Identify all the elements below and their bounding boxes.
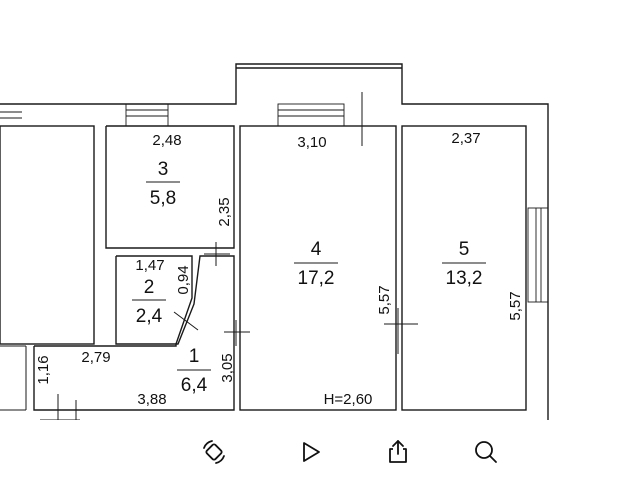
rotate-button[interactable] (194, 434, 234, 470)
search-button[interactable] (466, 434, 506, 470)
dim-room5-height: 5,57 (507, 291, 524, 320)
bottom-toolbar (0, 420, 640, 480)
room-5-area: 13,2 (446, 268, 483, 289)
room-3-area: 5,8 (150, 188, 176, 209)
room-3-outline (105, 125, 235, 249)
room-4-number: 4 (311, 239, 322, 260)
dim-room4-width: 3,10 (297, 134, 326, 151)
left-lower-element (0, 345, 27, 411)
rotate-icon (203, 440, 225, 464)
dim-room3-height: 2,35 (216, 197, 233, 226)
room-1-number: 1 (189, 346, 200, 367)
share-button[interactable] (378, 434, 418, 470)
room-5-outline (401, 125, 527, 411)
room-5-number: 5 (459, 239, 470, 260)
room-1-label: 1 6,4 (177, 346, 211, 396)
room-1-outline (33, 255, 235, 411)
room-2-outline (115, 255, 193, 345)
dim-room1-height: 3,05 (219, 353, 236, 382)
room-3-number: 3 (158, 159, 169, 180)
dim-room5-width: 2,37 (451, 130, 480, 147)
window-right (527, 207, 549, 303)
outer-walls (0, 63, 549, 420)
room-4-area: 17,2 (298, 268, 335, 289)
dim-room3-width: 2,48 (152, 132, 181, 149)
room-3-label: 3 5,8 (146, 159, 180, 209)
room-left-partial (0, 125, 95, 345)
room-2-number: 2 (144, 277, 155, 298)
dim-room2-width: 1,47 (135, 257, 164, 274)
room-1-area: 6,4 (181, 375, 208, 396)
share-icon (389, 440, 407, 463)
dim-room2-height: 0,94 (175, 265, 192, 294)
room-5-label: 5 13,2 (442, 239, 486, 289)
ceiling-height: H=2,60 (324, 391, 373, 408)
dim-room4-height: 5,57 (376, 285, 393, 314)
search-icon (475, 441, 497, 463)
dim-room1-width-bottom: 3,88 (137, 391, 166, 408)
dim-room1-width-top: 2,79 (81, 349, 110, 366)
room-2-label: 2 2,4 (132, 277, 166, 327)
window-top-left (125, 103, 169, 127)
play-icon (303, 442, 320, 462)
floor-plan: 3 5,8 2 2,4 1 6,4 4 17,2 5 13,2 2,48 2,3… (0, 63, 549, 420)
room-4-label: 4 17,2 (294, 239, 338, 289)
dim-left-height: 1,16 (35, 355, 52, 384)
window-top-middle (277, 103, 345, 127)
room-4-outline (239, 125, 397, 411)
room-2-area: 2,4 (136, 306, 163, 327)
play-button[interactable] (290, 434, 330, 470)
door-marks (40, 92, 418, 420)
